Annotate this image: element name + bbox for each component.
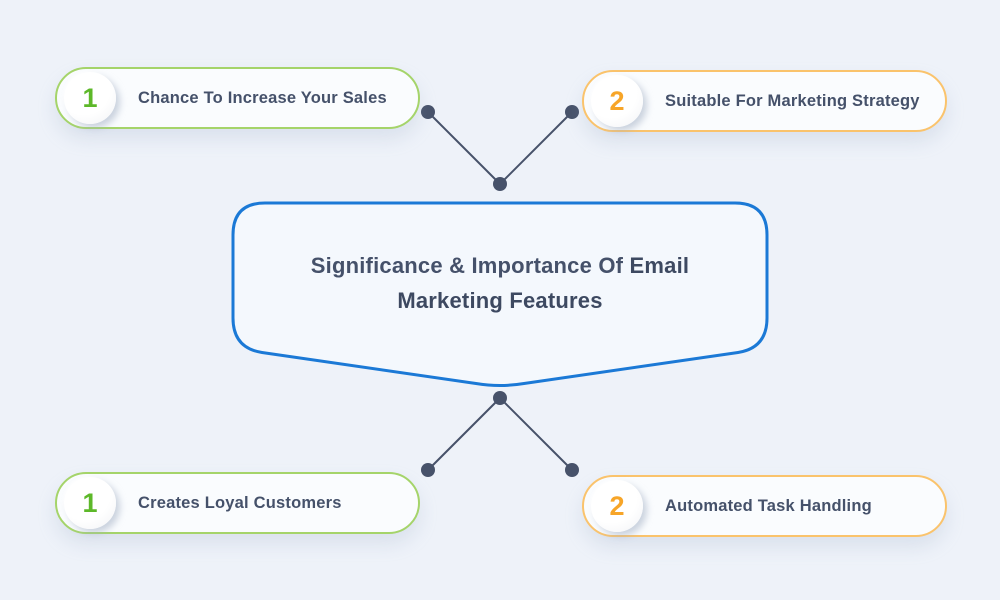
number-label: 1	[82, 82, 98, 113]
feature-pill-top-right: 2 Suitable For Marketing Strategy	[582, 70, 947, 132]
connector-bottom-left-line	[427, 397, 501, 471]
connector-dot	[493, 177, 507, 191]
connector-bottom-right-line	[499, 397, 573, 471]
feature-label: Automated Task Handling	[665, 496, 872, 515]
number-label: 2	[609, 85, 625, 116]
connector-top-right-line	[499, 111, 573, 185]
center-title: Significance & Importance Of Email Marke…	[253, 248, 747, 318]
connector-top-left-line	[427, 111, 501, 185]
center-title-regular: Significance & Importance Of	[310, 253, 630, 278]
center-title-bold-1: Email	[629, 253, 690, 278]
connector-dot	[421, 463, 435, 477]
number-badge: 2	[591, 480, 643, 532]
feature-pill-bottom-right: 2 Automated Task Handling	[582, 475, 947, 537]
feature-label: Creates Loyal Customers	[138, 493, 342, 512]
number-label: 1	[82, 487, 98, 518]
feature-pill-bottom-left: 1 Creates Loyal Customers	[55, 472, 420, 534]
number-badge: 1	[64, 477, 116, 529]
feature-label: Suitable For Marketing Strategy	[665, 91, 920, 110]
connector-dot	[421, 105, 435, 119]
feature-label: Chance To Increase Your Sales	[138, 88, 387, 107]
feature-pill-top-left: 1 Chance To Increase Your Sales	[55, 67, 420, 129]
number-label: 2	[609, 490, 625, 521]
connector-dot	[565, 105, 579, 119]
connector-dot	[493, 391, 507, 405]
number-badge: 1	[64, 72, 116, 124]
center-title-bold-2: Marketing Features	[397, 288, 603, 313]
connector-dot	[565, 463, 579, 477]
number-badge: 2	[591, 75, 643, 127]
